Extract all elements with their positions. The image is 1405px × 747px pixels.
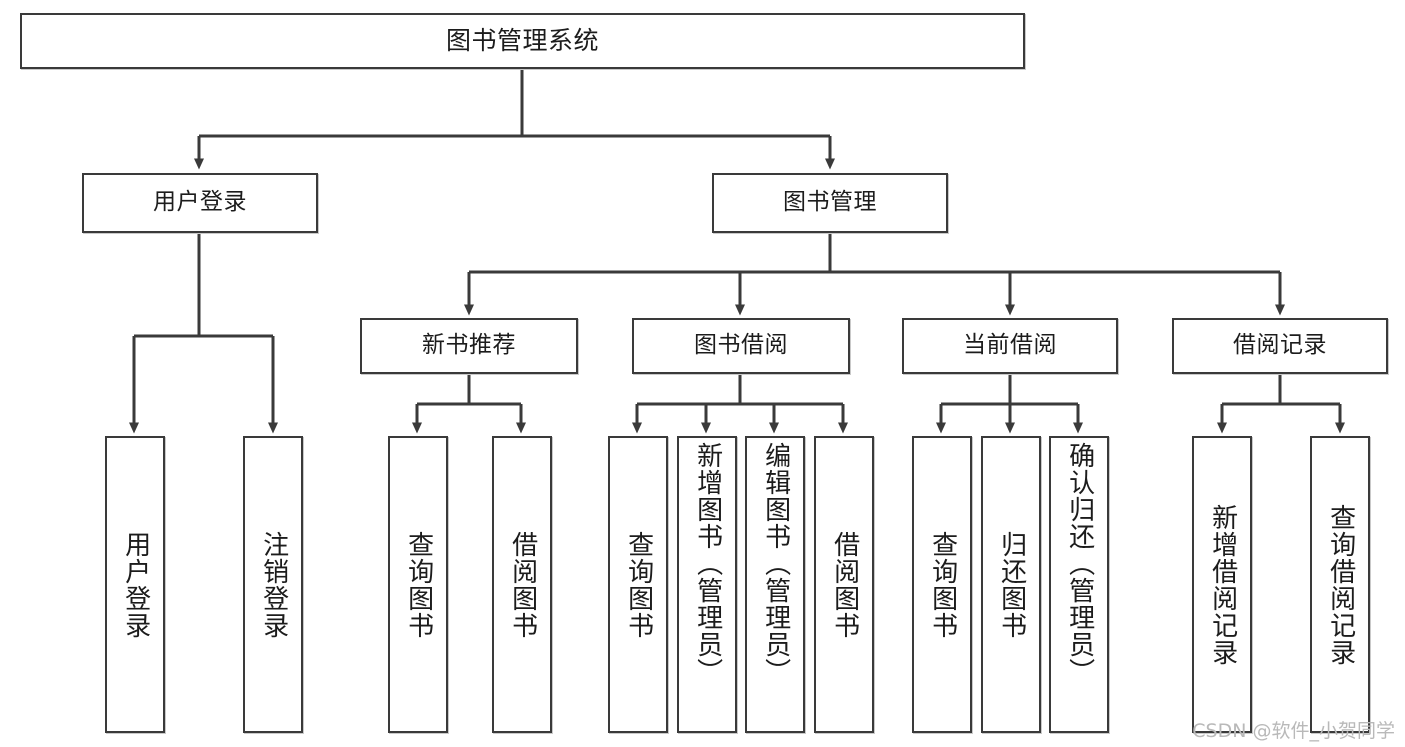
node-label: 归还图书 [996, 530, 1027, 639]
node-label: 当前借阅 [963, 332, 1057, 359]
node-label: 新增图书（管理员） [692, 442, 723, 685]
leaf-user-login-logout[interactable]: 注销登录 [243, 436, 303, 733]
leaf-record-add-record[interactable]: 新增借阅记录 [1192, 436, 1252, 733]
node-label: 用户登录 [153, 189, 247, 216]
node-label: 图书管理 [783, 189, 877, 216]
node-borrow-record[interactable]: 借阅记录 [1172, 318, 1388, 374]
leaf-borrow-add-book-admin[interactable]: 新增图书（管理员） [677, 436, 737, 733]
leaf-current-return-book[interactable]: 归还图书 [981, 436, 1041, 733]
leaf-recommend-borrow-book[interactable]: 借阅图书 [492, 436, 552, 733]
leaf-user-login-login[interactable]: 用户登录 [105, 436, 165, 733]
leaf-borrow-query-book[interactable]: 查询图书 [608, 436, 668, 733]
node-label: 查询图书 [623, 530, 654, 639]
node-label: 新增借阅记录 [1207, 503, 1238, 666]
node-label: 图书借阅 [694, 332, 788, 359]
node-label: 用户登录 [120, 530, 151, 639]
leaf-borrow-edit-book-admin[interactable]: 编辑图书（管理员） [745, 436, 805, 733]
node-user-login[interactable]: 用户登录 [82, 173, 318, 233]
node-label: 查询图书 [403, 530, 434, 639]
node-label: 新书推荐 [422, 332, 516, 359]
leaf-current-query-book[interactable]: 查询图书 [912, 436, 972, 733]
node-label: 借阅图书 [829, 530, 860, 639]
node-label: 查询借阅记录 [1325, 503, 1356, 666]
leaf-record-query-record[interactable]: 查询借阅记录 [1310, 436, 1370, 733]
node-root-system[interactable]: 图书管理系统 [20, 13, 1025, 69]
node-label: 借阅图书 [507, 530, 538, 639]
node-label: 注销登录 [258, 530, 289, 639]
node-label: 确认归还（管理员） [1064, 442, 1095, 685]
node-current-borrow[interactable]: 当前借阅 [902, 318, 1118, 374]
node-book-management[interactable]: 图书管理 [712, 173, 948, 233]
node-book-borrow[interactable]: 图书借阅 [632, 318, 850, 374]
leaf-recommend-query-book[interactable]: 查询图书 [388, 436, 448, 733]
node-new-book-recommend[interactable]: 新书推荐 [360, 318, 578, 374]
node-label: 编辑图书（管理员） [760, 442, 791, 685]
leaf-borrow-borrow-book[interactable]: 借阅图书 [814, 436, 874, 733]
leaf-current-confirm-return-admin[interactable]: 确认归还（管理员） [1049, 436, 1109, 733]
node-label: 查询图书 [927, 530, 958, 639]
node-label: 借阅记录 [1233, 332, 1327, 359]
node-label: 图书管理系统 [445, 26, 599, 55]
